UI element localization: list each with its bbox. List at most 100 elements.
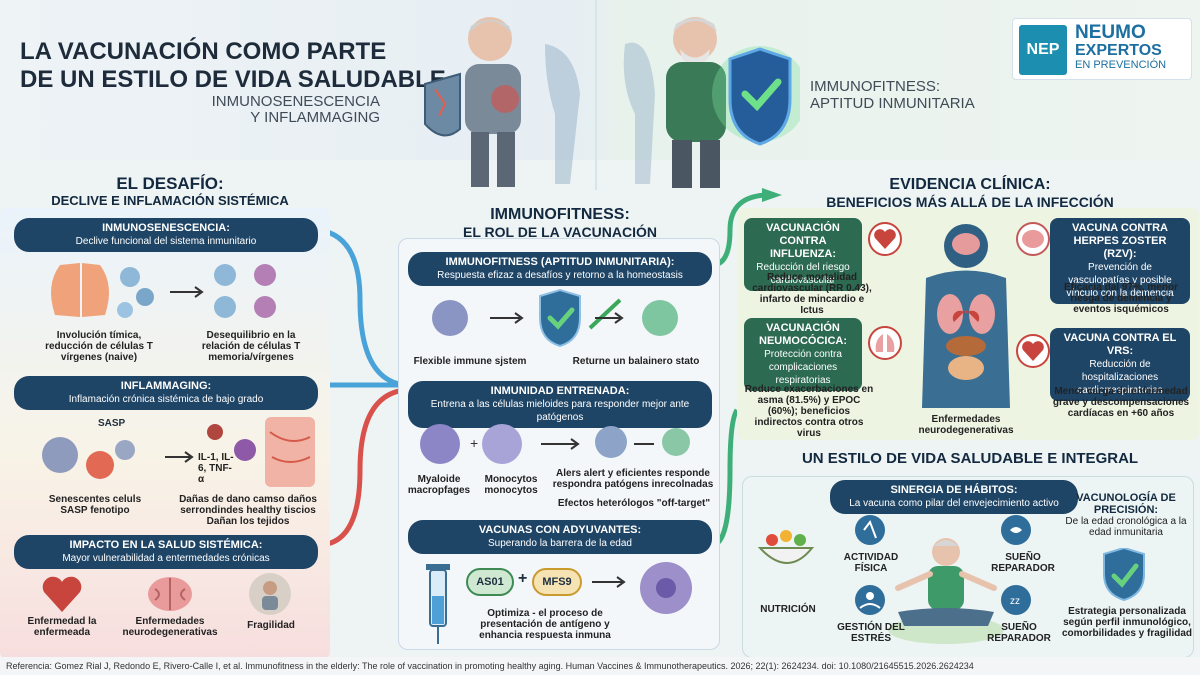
immunofitness-banner-subtitle: Respuesta efizaz a desafíos y retorno a … <box>437 270 683 281</box>
balanced-state-caption: Returne un balainero stato <box>572 356 700 367</box>
svg-text:+: + <box>470 435 478 451</box>
svg-text:zz: zz <box>1010 596 1020 607</box>
heart-icon <box>868 222 902 256</box>
activated-cell-illustration <box>592 562 692 614</box>
pneumococcal-caption: Reduce exacerbaciones en asma (81.5%) y … <box>744 384 874 439</box>
adjuvant-vaccines-title: VACUNAS CON ADYUVANTES: <box>478 524 642 536</box>
influenza-title: VACUNACIÓN CONTRA INFLUENZA: <box>766 222 840 260</box>
page-subtitle: INMUNOSENESCENCIA Y INFLAMMAGING <box>212 94 380 126</box>
brain-icon <box>1016 222 1050 256</box>
shield-check-icon <box>1103 548 1145 602</box>
immunofitness-line-2: APTITUD INMUNITARIA <box>810 95 975 112</box>
influenza-subtitle: Reducción del riesgo cardiovascular <box>756 262 850 286</box>
title-line-2: DE UN ESTILO DE VIDA SALUDABLE <box>20 66 446 93</box>
trained-immunity-subtitle: Entrena a las células mieloides para res… <box>430 399 690 423</box>
adjuvant-caption: Optimiza - el proceso de presentación de… <box>479 608 611 641</box>
adjuvant-mfs9: MFS9 <box>532 568 582 596</box>
adjuvant-vaccines-banner: VACUNAS CON ADYUVANTES: Superando la bar… <box>408 520 712 554</box>
habits-synergy-banner: SINERGIA DE HÁBITOS: La vacuna como pila… <box>830 480 1078 514</box>
immunosenescence-banner: INMUNOSENESCENCIA: Declive funcional del… <box>14 218 318 252</box>
inflammaging-banner: INFLAMMAGING: Inflamación crónica sistém… <box>14 376 318 410</box>
impact-frailty-caption: Fragilidad <box>247 620 295 631</box>
rsv-caption: Menor carga de enfermedad grave y descom… <box>1052 386 1190 419</box>
lifestyle-heading: UN ESTILO DE VIDA SALUDABLE E INTEGRAL <box>801 450 1139 467</box>
impact-heart-caption: Enfermedad la enfermeada <box>27 616 97 638</box>
logo-mark: NEP <box>1019 25 1067 75</box>
challenge-heading-1: EL DESAFÍO: <box>116 174 224 193</box>
rsv-title: VACUNA CONTRA EL VRS: <box>1063 332 1177 357</box>
myeloid-caption: Myaloide macropfages <box>407 474 471 496</box>
thymus-caption: Involución tímica, reducción de células … <box>45 330 153 363</box>
frailty-icon <box>249 573 291 615</box>
heterologous-effects-caption: Efectos heterólogos "off-target" <box>557 498 711 509</box>
pneumococcal-banner: VACUNACIÓN NEUMOCÓCICA: Protección contr… <box>744 318 862 391</box>
tissue-damage-caption: Dañas de dano camso daños serrondindes h… <box>179 494 317 527</box>
habit-sleep-top: SUEÑO REPARADOR <box>991 552 1055 574</box>
subtitle-line-1: INMUNOSENESCENCIA <box>211 93 380 110</box>
systemic-impact-banner: IMPACTO EN LA SALUD SISTÉMICA: Mayor vul… <box>14 535 318 569</box>
page-title: LA VACUNACIÓN COMO PARTE DE UN ESTILO DE… <box>20 38 446 94</box>
tissue-damage-illustration <box>165 417 315 487</box>
challenge-heading-2: DECLIVE E INFLAMACIÓN SISTÉMICA <box>51 193 289 208</box>
herpes-zoster-subtitle: Prevención de vasculopatías y posible ví… <box>1066 262 1174 299</box>
inflammaging-subtitle: Inflamación crónica sistémica de bajo gr… <box>68 394 264 405</box>
syringe-icon <box>426 564 450 644</box>
challenge-heading: EL DESAFÍO: DECLIVE E INFLAMACIÓN SISTÉM… <box>20 174 320 208</box>
alert-response-caption: Alers alert y eficientes responde respon… <box>552 468 714 490</box>
immunofitness-header: IMMUNOFITNESS: APTITUD INMUNITARIA <box>810 78 975 112</box>
senescent-cells-illustration <box>42 437 135 479</box>
brain-icon <box>148 577 192 611</box>
trained-immunity-title: INMUNIDAD ENTRENADA: <box>490 385 630 397</box>
precision-caption: Estrategia personalizada según perfil in… <box>1061 606 1193 639</box>
influenza-banner: VACUNACIÓN CONTRA INFLUENZA: Reducción d… <box>744 218 862 291</box>
immunosenescence-subtitle: Declive funcional del sistema inmunitari… <box>75 236 257 247</box>
trained-immunity-illustration: + <box>420 424 690 464</box>
evidence-heading-2: BENEFICIOS MÁS ALLÁ DE LA INFECCIÓN <box>826 194 1114 210</box>
logo-line-2: EXPERTOS <box>1075 42 1162 59</box>
habit-physical-activity: ACTIVIDAD FÍSICA <box>843 552 899 574</box>
influenza-caption: Reduce mortalidad cardiovascular (RR 0.4… <box>752 272 872 316</box>
body-organs-illustration <box>922 224 1010 408</box>
habits-synergy-subtitle: La vacuna como pilar del envejecimiento … <box>849 498 1059 509</box>
trained-immunity-banner: INMUNIDAD ENTRENADA: Entrena a las célul… <box>408 381 712 428</box>
header-background <box>0 0 1200 160</box>
precision-subtitle: De la edad cronológica a la edad inmunit… <box>1065 516 1187 538</box>
frail-elderly-illustration <box>424 17 580 187</box>
habit-stress-management: GESTIÓN DEL ESTRÉS <box>837 622 905 644</box>
pneumococcal-title: VACUNACIÓN NEUMOCÓCICA: <box>759 322 847 347</box>
systemic-impact-subtitle: Mayor vulnerabilidad a entermedades crón… <box>62 553 270 564</box>
herpes-zoster-caption: Eficacia dal 97%, menor riesga de demenc… <box>1064 282 1178 315</box>
impact-brain-caption: Enfermedades neurodegenerativas <box>122 616 218 638</box>
middle-heading-2: EL ROL DE LA VACUNACIÓN <box>463 224 657 240</box>
precision-vaccinology: VACUNOLOGÍA DE PRECISIÓN: De la edad cro… <box>1064 492 1188 538</box>
healthy-elderly-illustration <box>623 17 800 188</box>
tcell-imbalance-caption: Desequilibrio en la relación de células … <box>201 330 301 363</box>
evidence-heading-1: EVIDENCIA CLÍNICA: <box>889 176 1051 193</box>
logo-line-3: EN PREVENCIÓN <box>1075 59 1167 71</box>
immune-response-illustration <box>432 288 678 348</box>
precision-title: VACUNOLOGÍA DE PRECISIÓN: <box>1076 492 1176 516</box>
rsv-banner: VACUNA CONTRA EL VRS: Reducción de hospi… <box>1050 328 1190 401</box>
habit-nutrition: NUTRICIÓN <box>760 604 816 615</box>
senescent-caption: Senescentes celuls SASP fenotipo <box>48 494 142 516</box>
herpes-zoster-banner: VACUNA CONTRA HERPES ZOSTER (RZV): Preve… <box>1050 218 1190 304</box>
plus-sign: + <box>518 570 528 587</box>
logo-text: NEUMO EXPERTOS EN PREVENCIÓN <box>1075 23 1166 72</box>
adjuvant-as01: AS01 <box>466 568 514 596</box>
title-line-1: LA VACUNACIÓN COMO PARTE <box>20 38 387 65</box>
inflammaging-title: INFLAMMAGING: <box>120 380 212 392</box>
middle-heading-1: IMMUNOFITNESS: <box>490 206 630 223</box>
neurodegenerative-caption: Enfermedades neurodegenerativas <box>918 414 1014 436</box>
immunofitness-line-1: IMMUNOFITNESS: <box>810 78 940 95</box>
herpes-zoster-title: VACUNA CONTRA HERPES ZOSTER (RZV): <box>1072 222 1168 260</box>
divider-line <box>595 0 597 190</box>
immunosenescence-title: INMUNOSENESCENCIA: <box>102 222 230 234</box>
immunofitness-banner-title: IMMUNOFITNESS (APTITUD INMUNITARIA): <box>445 256 675 268</box>
rsv-subtitle: Reducción de hospitalizaciones cardiorre… <box>1077 359 1163 396</box>
adjuvant-vaccines-subtitle: Superando la barrera de la edad <box>488 538 632 549</box>
logo-line-1: NEUMO <box>1075 22 1146 43</box>
monocytes-caption: Monocytos monocytos <box>484 474 538 496</box>
pneumococcal-subtitle: Protección contra complicaciones respira… <box>764 349 842 386</box>
heart-icon <box>42 576 82 612</box>
